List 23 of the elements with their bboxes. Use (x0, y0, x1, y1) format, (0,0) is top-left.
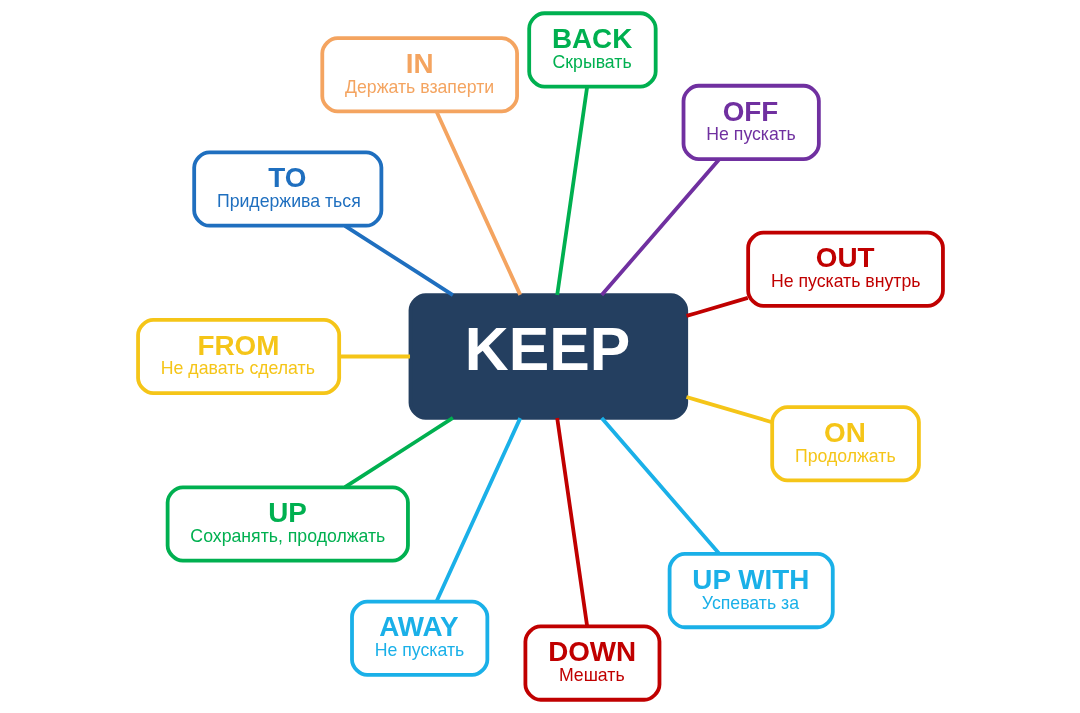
connector (343, 416, 454, 489)
connector (685, 296, 748, 318)
connector (599, 158, 720, 297)
connector (343, 224, 454, 297)
connector (338, 354, 410, 359)
node-box: UP WITH Успевать за (667, 552, 835, 630)
node-box: DOWN Мешать (523, 624, 661, 702)
node-box: OFF Не пускать (681, 83, 821, 161)
node-box: AWAY Не пускать (349, 599, 489, 677)
node-box: UP Сохранять, продолжать (165, 485, 410, 563)
node-box: IN Держать взаперти (319, 36, 519, 114)
node-box: BACK Скрывать (526, 11, 658, 89)
connector (434, 110, 522, 296)
connector (685, 395, 773, 424)
connector (599, 416, 720, 555)
node-box: TO Придержива ться (191, 150, 383, 228)
connector (554, 417, 589, 627)
node-box: KEEP (408, 293, 688, 420)
node-box: OUT Не пускать внутрь (745, 230, 945, 308)
connector (434, 417, 522, 603)
node-box: FROM Не давать сделать (135, 317, 341, 396)
connector (554, 86, 589, 296)
node-box: ON Продолжать (769, 405, 921, 483)
